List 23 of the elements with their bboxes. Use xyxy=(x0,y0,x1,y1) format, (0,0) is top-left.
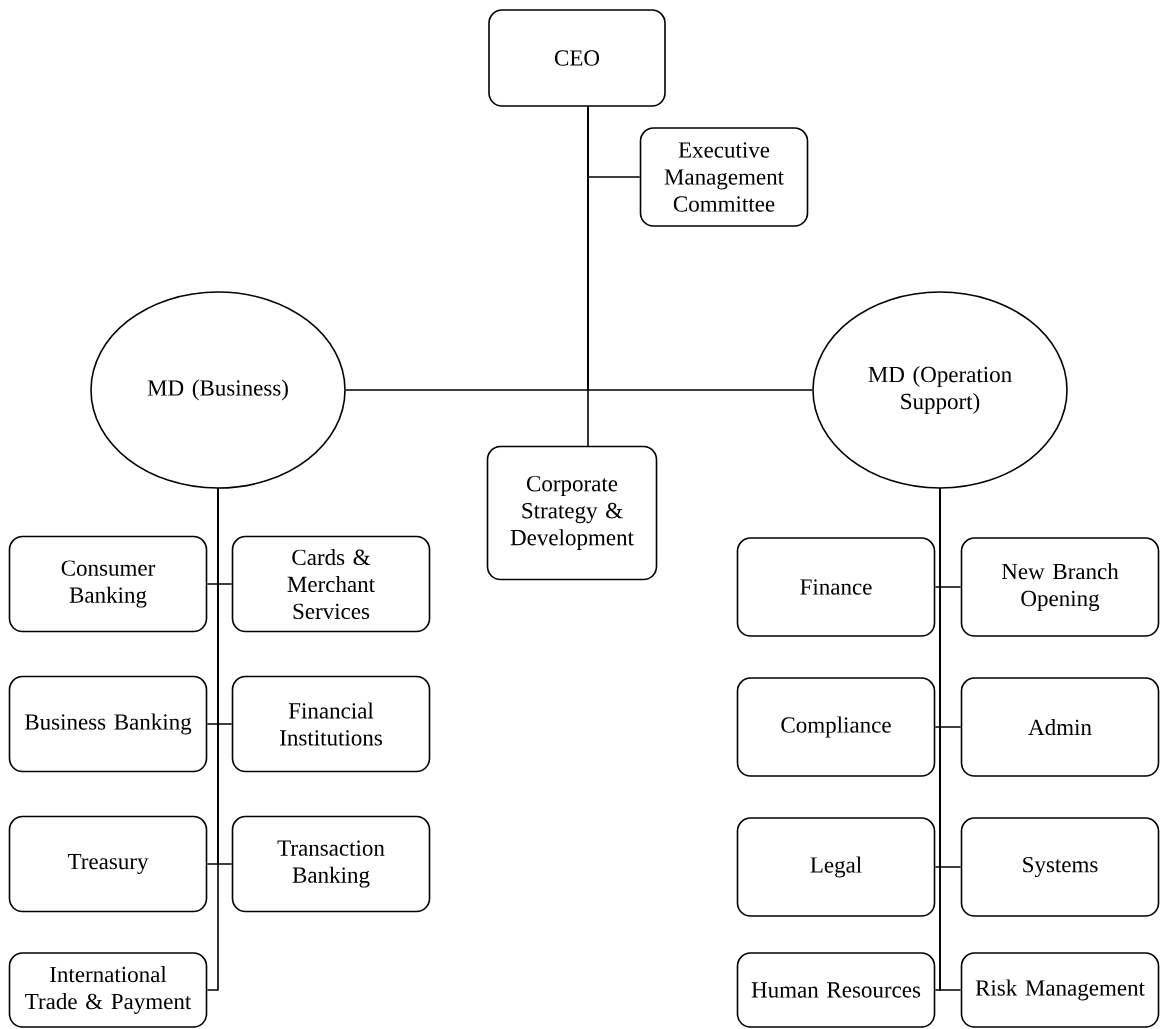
org-box: Legal xyxy=(736,817,936,917)
org-box: Transaction Banking xyxy=(231,815,431,913)
org-box: New Branch Opening xyxy=(960,537,1160,637)
org-box: Human Resources xyxy=(736,952,936,1028)
org-box: Compliance xyxy=(736,677,936,777)
org-box: Business Banking xyxy=(8,675,208,773)
org-box: Financial Institutions xyxy=(231,675,431,773)
org-box: Corporate Strategy & Development xyxy=(486,445,658,581)
org-box: Risk Management xyxy=(960,952,1160,1028)
org-box: Finance xyxy=(736,537,936,637)
org-box: International Trade & Payment xyxy=(8,952,208,1028)
ellipse-node: MD (Business) xyxy=(90,291,346,489)
ellipse-node: MD (Operation Support) xyxy=(812,291,1068,489)
connector-line xyxy=(206,487,219,991)
org-box: Systems xyxy=(960,817,1160,917)
org-box: Executive Management Committee xyxy=(639,127,809,227)
org-box: Cards & Merchant Services xyxy=(231,535,431,633)
org-box: CEO xyxy=(488,9,666,107)
org-box: Admin xyxy=(960,677,1160,777)
connector-line xyxy=(587,105,813,391)
org-box: Treasury xyxy=(8,815,208,913)
connector-line xyxy=(939,487,962,991)
org-box: Consumer Banking xyxy=(8,535,208,633)
